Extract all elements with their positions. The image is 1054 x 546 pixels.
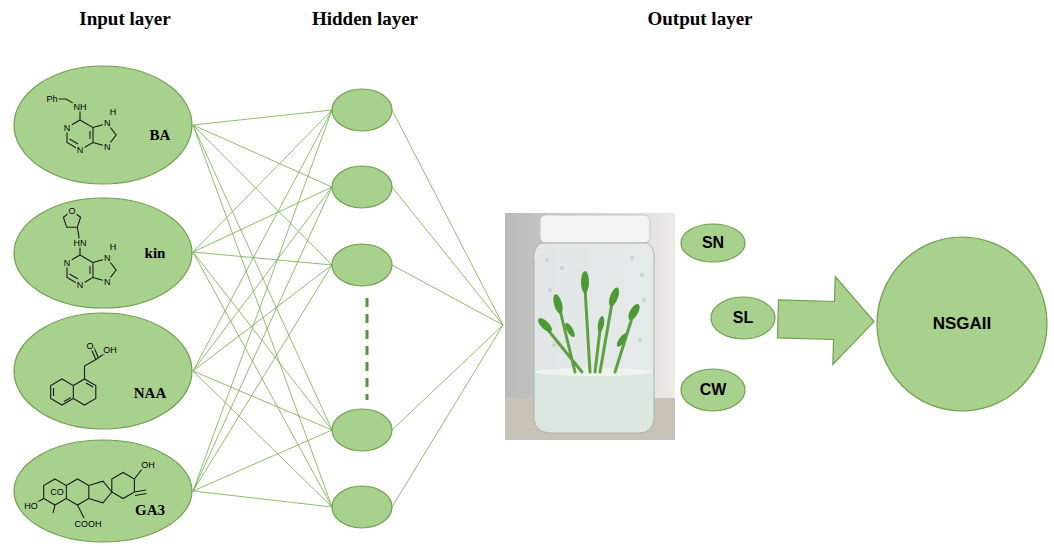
- hidden-output-links: [392, 110, 503, 507]
- ellipse-shape: [711, 297, 775, 339]
- leaf: [597, 316, 606, 333]
- atom-label: O: [85, 342, 94, 351]
- ellipse-shape: [877, 237, 1047, 411]
- atom-label: N: [76, 281, 85, 290]
- atom-label: OH: [102, 346, 118, 355]
- input-node: NAA: [13, 312, 193, 430]
- hidden-neuron: [332, 89, 392, 131]
- atom-label: NH: [73, 103, 88, 112]
- naa-structure: [51, 345, 110, 406]
- layer-heading: Output layer: [647, 9, 752, 28]
- ellipse-shape: [14, 66, 192, 184]
- leaf: [581, 271, 589, 293]
- output-node: CW: [680, 368, 746, 412]
- ellipse-shape: [681, 369, 745, 411]
- atom-label: COOH: [74, 520, 103, 529]
- culture-medium: [535, 372, 653, 431]
- hidden-neuron: [332, 409, 392, 451]
- ellipse-shape: [14, 313, 192, 429]
- layer-heading: Input layer: [79, 9, 170, 28]
- hidden-neuron: [332, 166, 392, 208]
- atom-label: N: [103, 277, 112, 286]
- photo-background: [505, 213, 675, 440]
- ellipse-shape: [14, 198, 192, 308]
- atom-label: H: [109, 108, 118, 117]
- ga3-structure: [36, 469, 147, 518]
- ellipse-shape: [14, 440, 192, 542]
- plantlet-stems: [548, 288, 632, 372]
- jar-lid: [540, 215, 650, 243]
- node-label: GA3: [135, 502, 165, 519]
- atom-label: CO: [49, 488, 65, 497]
- leaf: [626, 302, 642, 322]
- atom-label: HN: [73, 239, 88, 248]
- atom-label: N: [103, 119, 112, 128]
- atom-label: N: [63, 258, 72, 267]
- node-label: CW: [700, 381, 727, 399]
- leaf: [563, 322, 576, 339]
- atom-label: H: [109, 243, 118, 252]
- atom-label: HO: [23, 502, 39, 511]
- ellipse-outline: [13, 439, 193, 543]
- leaf: [536, 316, 554, 334]
- node-label: SN: [702, 234, 724, 252]
- optimizer-node: NSGAII: [876, 236, 1048, 412]
- input-node: GA3: [13, 439, 193, 543]
- ellipse-outline: [13, 312, 193, 430]
- leaf: [615, 332, 629, 349]
- hidden-neuron: [332, 244, 392, 286]
- output-node: SL: [710, 296, 776, 340]
- layer-heading: Hidden layer: [312, 9, 418, 28]
- ellipsis-dash: [366, 298, 369, 400]
- node-label: BA: [150, 127, 171, 144]
- ellipse-shape: [681, 224, 745, 262]
- atom-label: O: [67, 207, 76, 216]
- atom-label: Ph: [45, 95, 58, 104]
- node-label: SL: [733, 309, 753, 327]
- node-label: NSGAII: [933, 315, 992, 334]
- atom-label: N: [103, 142, 112, 151]
- block-arrow: [777, 277, 874, 365]
- leaf: [607, 286, 621, 308]
- leaf: [552, 293, 565, 314]
- input-hidden-links: [193, 110, 332, 507]
- atom-label: N: [103, 254, 112, 263]
- jar-body: [534, 243, 655, 433]
- output-node: SN: [680, 223, 746, 263]
- atom-label: OH: [140, 461, 156, 470]
- node-label: kin: [145, 245, 166, 262]
- atom-label: N: [76, 146, 85, 155]
- node-label: NAA: [134, 385, 167, 402]
- atom-label: N: [63, 123, 72, 132]
- condensation: [545, 256, 646, 347]
- hidden-neuron: [332, 486, 392, 528]
- plantlet-leaves: [536, 271, 642, 348]
